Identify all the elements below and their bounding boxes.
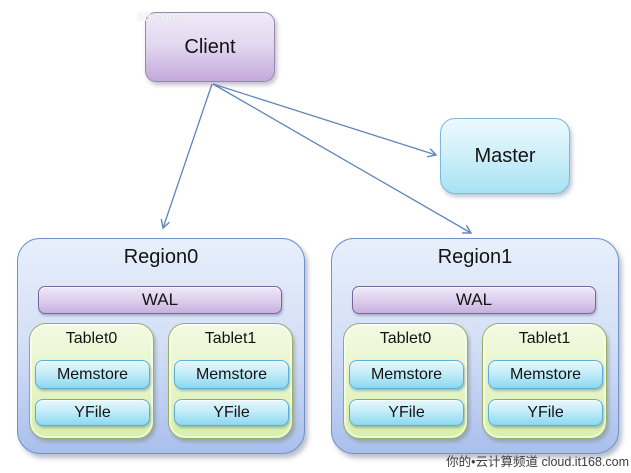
region1-title: Region1 xyxy=(437,246,513,268)
region0-tablet1: Tablet1 Memstore YFile xyxy=(168,323,293,439)
region1-tablet0: Tablet0 Memstore YFile xyxy=(343,323,468,439)
watermark-bottom-right: 你的•云计算频道 cloud.it168.com xyxy=(446,455,629,469)
region0-tablet0: Tablet0 Memstore YFile xyxy=(29,323,154,439)
client-node: Client xyxy=(145,12,275,82)
watermark-top-left: 68.com xyxy=(137,9,180,24)
memstore-box: Memstore xyxy=(349,360,464,389)
client-label: Client xyxy=(184,36,236,58)
arrow-client-to-region0 xyxy=(163,83,213,228)
yfile-box: YFile xyxy=(35,399,150,426)
arrow-client-to-master xyxy=(212,83,436,155)
memstore-box: Memstore xyxy=(174,360,289,389)
tablet-title: Tablet1 xyxy=(518,330,571,347)
memstore-box: Memstore xyxy=(35,360,150,389)
region1-tablet1: Tablet1 Memstore YFile xyxy=(482,323,607,439)
tablet-title: Tablet0 xyxy=(65,330,118,347)
region1-wal: WAL xyxy=(352,286,596,314)
region0-node: Region0 WAL Tablet0 Memstore YFile Table… xyxy=(17,238,305,454)
yfile-box: YFile xyxy=(349,399,464,426)
region0-wal: WAL xyxy=(38,286,282,314)
tablet-title: Tablet1 xyxy=(204,330,257,347)
yfile-box: YFile xyxy=(174,399,289,426)
arrow-client-to-region1 xyxy=(212,83,471,233)
master-label: Master xyxy=(474,145,536,167)
region0-title: Region0 xyxy=(123,246,199,268)
master-node: Master xyxy=(440,118,570,194)
yfile-box: YFile xyxy=(488,399,603,426)
memstore-box: Memstore xyxy=(488,360,603,389)
region1-node: Region1 WAL Tablet0 Memstore YFile Table… xyxy=(331,238,619,454)
tablet-title: Tablet0 xyxy=(379,330,432,347)
